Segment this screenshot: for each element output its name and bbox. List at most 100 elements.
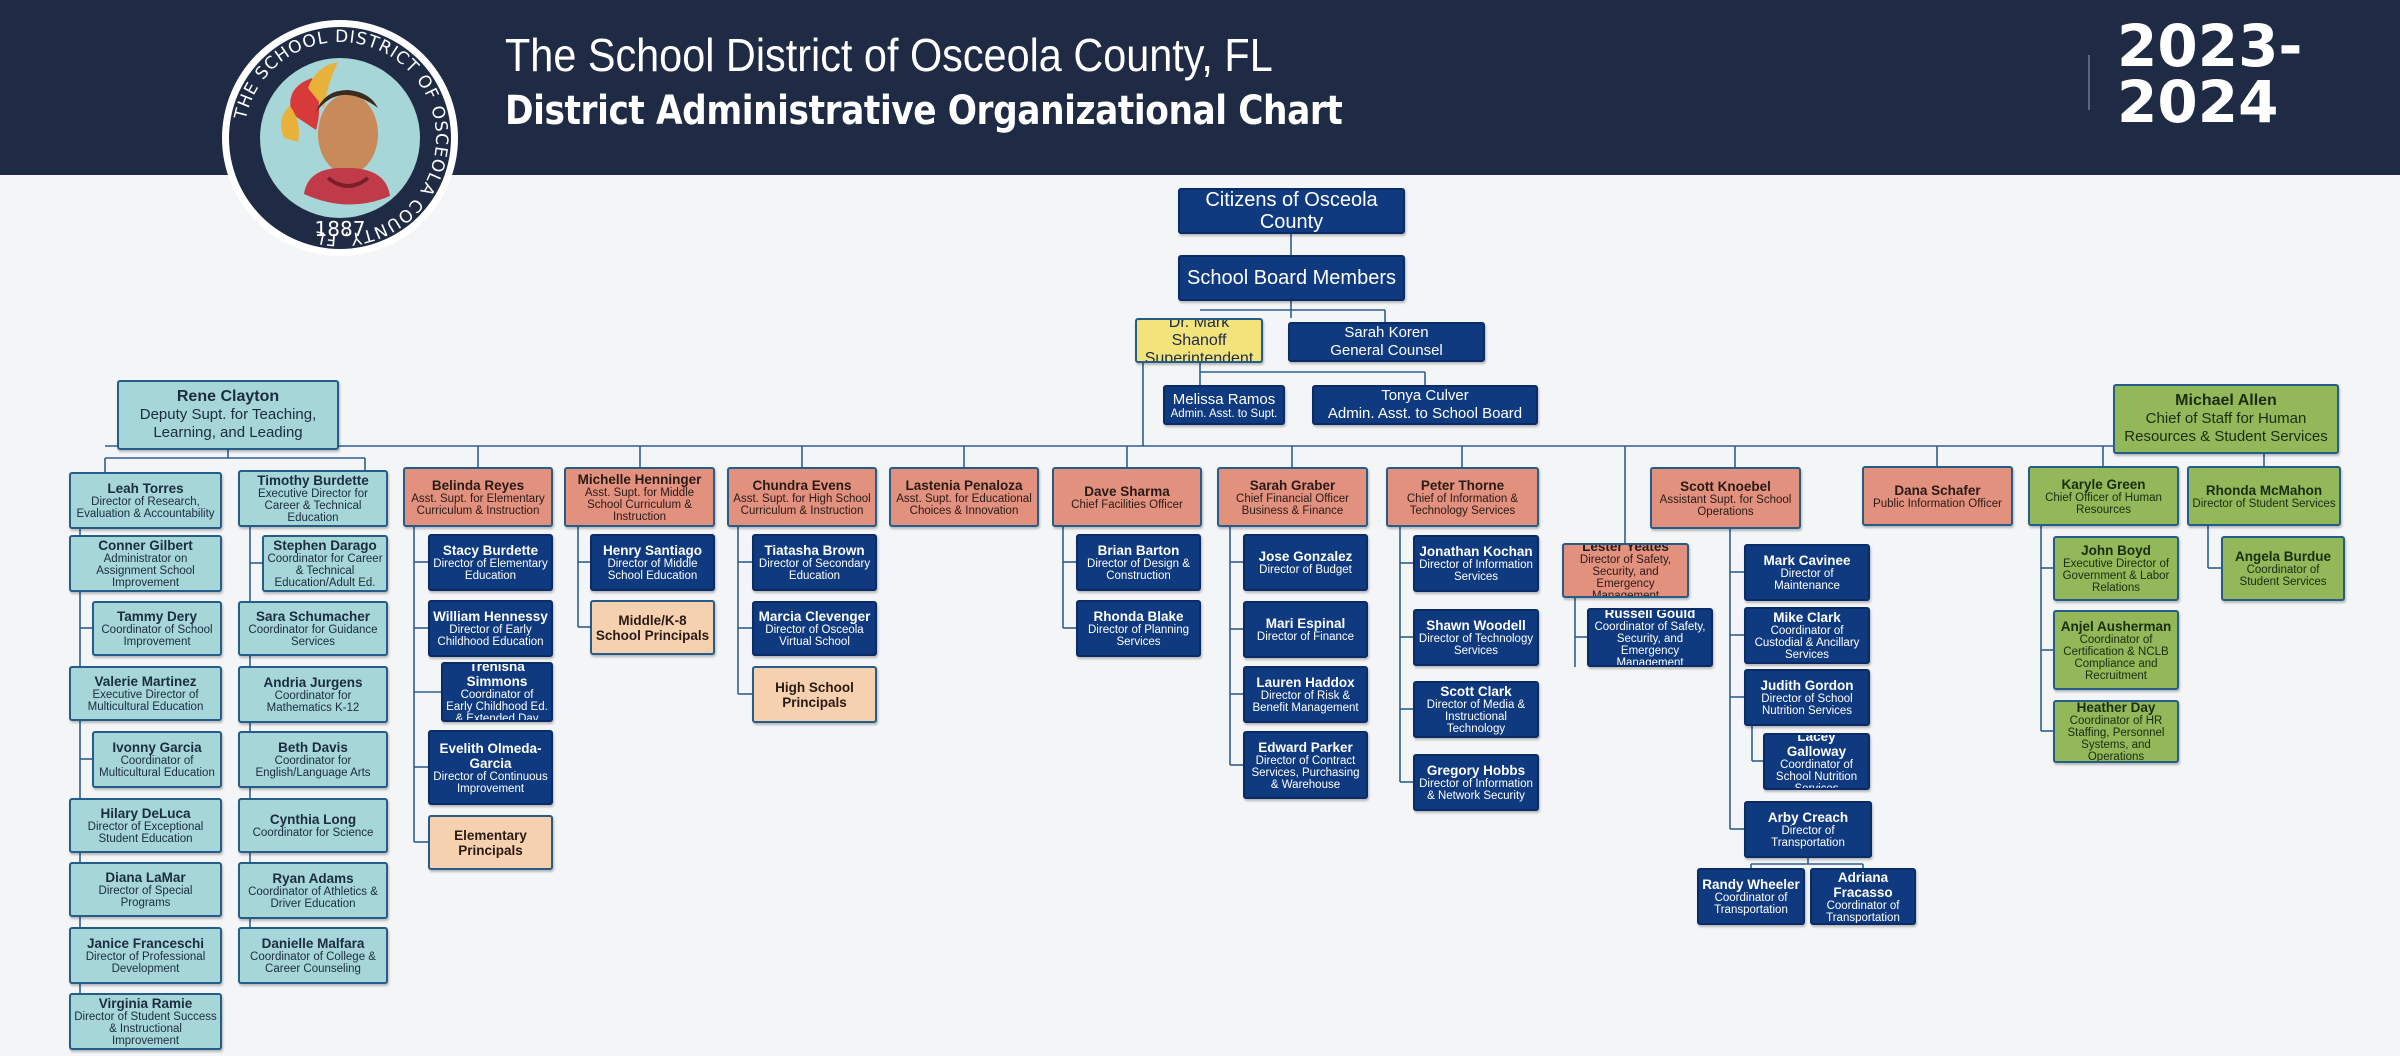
- node-role: Coordinator of School Nutrition Services: [1775, 758, 1858, 790]
- node-name: Shawn Woodell: [1426, 618, 1526, 633]
- node-name: Lastenia Penaloza: [905, 477, 1023, 493]
- node-name: Stacy Burdette: [442, 543, 539, 558]
- node-role: Superintendent: [1144, 349, 1254, 363]
- node-name: Brian Barton: [1097, 543, 1180, 558]
- node-name: Rene Clayton: [176, 388, 280, 405]
- node-principals[interactable]: Middle/K-8 School Principals: [590, 600, 715, 655]
- node-name: Lester Yeates: [1582, 543, 1669, 554]
- node-name: Karyle Green: [2061, 476, 2146, 492]
- node-role: Coordinator of College & Career Counseli…: [250, 951, 376, 975]
- node-name: Dana Schafer: [1894, 482, 1981, 498]
- node-name: Arby Creach: [1767, 810, 1849, 825]
- node-name: Rhonda Blake: [1093, 609, 1184, 624]
- node-role: Director of Planning Services: [1088, 624, 1189, 648]
- node-name: Chundra Evens: [752, 477, 852, 493]
- node-name: Diana LaMar: [105, 870, 186, 885]
- node-role: Coordinator of Transportation: [1714, 892, 1788, 916]
- node-citizens[interactable]: Citizens of Osceola County: [1178, 188, 1405, 234]
- node-role: Public Information Officer: [1873, 497, 2002, 510]
- node-role: Director of Elementary Education: [433, 558, 548, 582]
- node-name: Sara Schumacher: [255, 609, 371, 624]
- node-role: Director of School Nutrition Services: [1761, 693, 1853, 717]
- node-principals[interactable]: Elementary Principals: [428, 815, 553, 870]
- node-name: Melissa Ramos: [1172, 390, 1276, 408]
- node-name: Scott Knoebel: [1680, 478, 1771, 494]
- node-role: Coordinator for Science: [252, 827, 374, 839]
- district-seal-logo: THE SCHOOL DISTRICT OF OSCEOLA COUNTY, F…: [222, 20, 458, 256]
- node-role: Coordinator of Custodial & Ancillary Ser…: [1754, 625, 1860, 661]
- node-name: Middle/K-8 School Principals: [595, 612, 710, 643]
- node-role: Chief Officer of Human Resources: [2045, 491, 2162, 516]
- node-role: Coordinator for Guidance Services: [248, 624, 378, 648]
- node-principals[interactable]: High School Principals: [752, 666, 877, 723]
- node-school-board[interactable]: School Board Members: [1178, 255, 1405, 301]
- node-role: Asst. Supt. for Middle School Curriculum…: [584, 486, 695, 523]
- node-role: Coordinator of Safety, Security, and Eme…: [1594, 621, 1706, 667]
